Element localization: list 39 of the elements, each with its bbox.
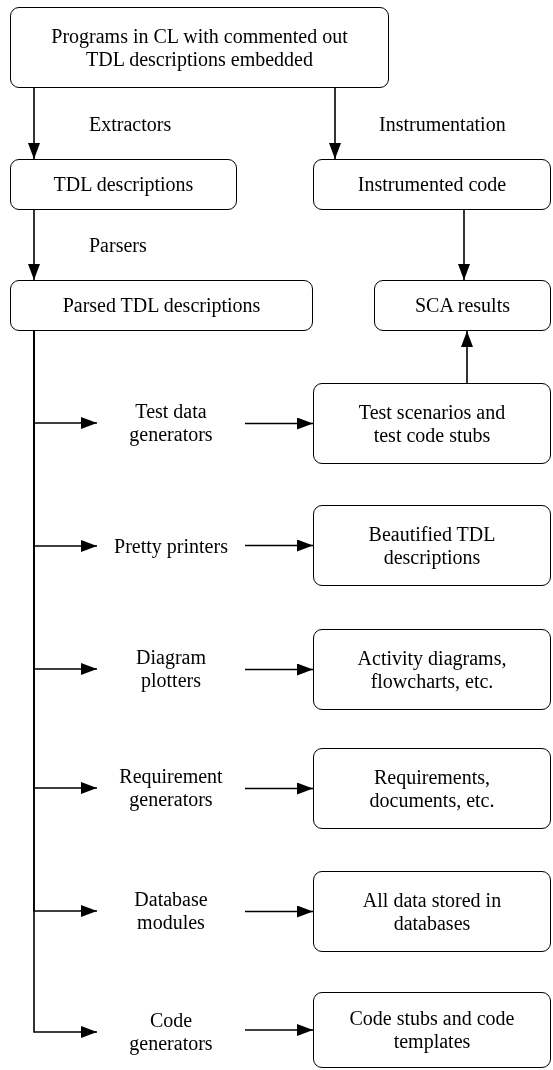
process-box — [313, 748, 551, 829]
box-text: Code stubs and code templates — [348, 1007, 516, 1053]
box-text: Beautified TDL descriptions — [367, 522, 497, 569]
box-text: Instrumented code — [357, 173, 507, 196]
arrow — [244, 1024, 314, 1036]
arrow — [329, 87, 341, 160]
box-text: SCA results — [415, 294, 510, 317]
process-box — [313, 629, 551, 710]
arrow — [461, 330, 473, 384]
process-label: Code generators — [97, 1007, 245, 1057]
process-box — [374, 280, 551, 331]
arrow — [28, 87, 40, 160]
process-box — [10, 159, 237, 210]
process-label: Test data generators — [97, 398, 245, 448]
process-box — [313, 505, 551, 586]
box-text: Test scenarios and test code stubs — [357, 400, 507, 447]
box-text: Requirements, documents, etc. — [368, 765, 496, 812]
box-text: All data stored in databases — [361, 888, 503, 935]
process-box — [313, 992, 551, 1068]
arrow — [458, 209, 470, 281]
arrow — [244, 417, 314, 430]
process-box — [313, 383, 551, 464]
process-label: Pretty printers — [97, 521, 245, 571]
box-text: Activity diagrams, flowcharts, etc. — [356, 646, 508, 693]
process-label: Diagram plotters — [97, 644, 245, 694]
process-box — [313, 871, 551, 952]
arrow — [244, 539, 314, 552]
box-text: TDL descriptions — [53, 173, 194, 196]
process-box — [10, 7, 389, 88]
arrow — [244, 663, 314, 676]
box-text: Programs in CL with commented out TDL descriptions embedded — [50, 24, 349, 71]
process-box — [10, 280, 313, 331]
process-label: Requirement generators — [97, 763, 245, 813]
arrow — [28, 209, 40, 281]
process-box — [313, 159, 551, 210]
arrow — [244, 782, 314, 795]
process-label: Database modules — [97, 886, 245, 936]
box-text: Parsed TDL descriptions — [62, 294, 261, 317]
arrow — [244, 905, 314, 918]
